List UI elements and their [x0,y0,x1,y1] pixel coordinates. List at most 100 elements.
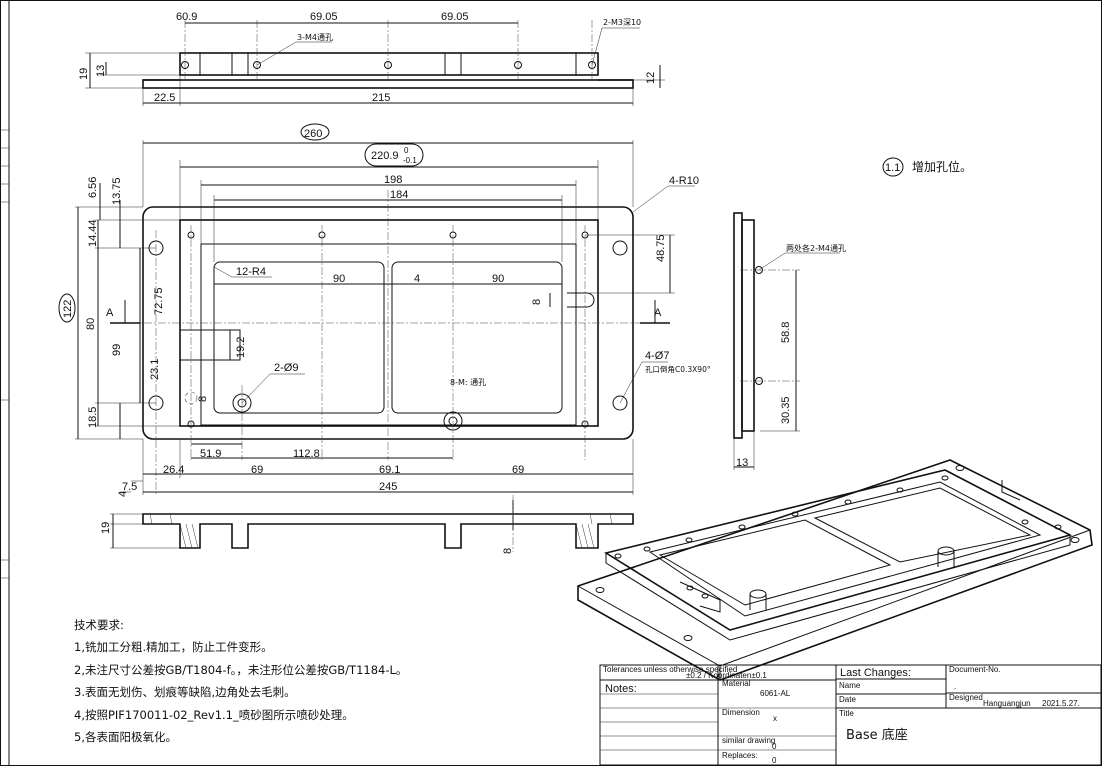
date-label: Date [839,695,856,704]
dim-69-a: 69 [251,464,263,476]
section-dim-19: 19 [100,522,112,534]
callout-8-m: 8-M: 通孔 [450,377,486,387]
dim-48-75: 48.75 [655,234,667,262]
leader-phi7 [619,361,643,404]
dim-122: 122 [62,300,74,318]
dim-245: 245 [379,481,397,493]
dimension-value: x [773,714,777,723]
dim-198: 198 [384,174,402,186]
design-date: 2021.5.27. [1042,699,1080,708]
section-label-a-left: A [106,307,114,319]
callout-12-r4: 12-R4 [236,266,266,278]
dim-51-9: 51.9 [200,448,221,460]
callout-side-m4: 两处各2-M4通孔 [786,243,846,253]
dim-184: 184 [390,189,408,201]
tol-dim-frame [364,143,424,167]
revision-marker-label: 1.1 [885,162,900,174]
side-view [733,212,800,470]
material-value: 6061-AL [760,689,791,698]
top-dim-13: 13 [95,65,107,77]
leader-phi9 [241,373,271,404]
top-dim-215: 215 [372,92,390,104]
dim-90-left: 90 [333,273,345,285]
tolerances-label: Tolerances unless otherwise specified [603,665,737,674]
dim-6-56: 6.56 [87,177,99,198]
tolerances-label-text: Tolerances unless otherwise specified [603,665,737,674]
side-dim-58-8: 58.8 [780,322,792,343]
tech-note-1: 1,铣加工分粗.精加工，防止工件变形。 [74,640,273,655]
revision-note-text: 增加孔位。 [912,159,972,174]
similar-drawing-label: similar drawing [722,736,775,745]
designer-name: Hanguangjun [983,699,1031,708]
document-no-value: . [954,682,956,691]
callout-4-r10: 4-R10 [669,175,699,187]
document-no-label: Document-No. [949,665,1001,674]
revision-marker [882,157,904,177]
leader-r4 [213,266,233,278]
tol-lower: -0.1 [403,156,417,165]
dim-19-2: 19.2 [235,337,247,358]
top-dim-69-05-b: 69.05 [441,11,469,23]
name-label: Name [839,681,861,690]
tolerances-value: ±0.2 / Koordinaten±0.1 [686,671,767,680]
top-dim-69-05-a: 69.05 [310,11,338,23]
top-dim-22-5: 22.5 [154,92,175,104]
side-dim-13: 13 [736,457,748,469]
title-label: Title [839,709,854,718]
tol-upper: 0 [404,146,409,155]
dim-4-lip: 4 [117,491,129,497]
material-label: Material [722,679,751,688]
section-dim-8: 8 [502,548,514,554]
isometric-view [577,459,1093,681]
dim-18-5: 18.5 [87,407,99,428]
tech-note-5: 5,各表面阳极氧化。 [74,730,177,745]
callout-3-m4: 3-M4通孔 [297,32,333,42]
dimension-label: Dimension [722,708,760,717]
ref-dim-frame [300,123,330,141]
dim-112-8: 112.8 [293,448,320,460]
dim-99: 99 [111,344,123,356]
dim-69-b: 69 [512,464,524,476]
dim-220-9: 220.9 [371,150,399,162]
dim-72-75: 72.75 [153,287,165,315]
top-dim-12: 12 [645,72,657,84]
top-dim-60-9: 60.9 [176,11,197,23]
dim-8-slot-left: 8 [197,396,209,402]
tech-note-2: 2,未注尺寸公差按GB/T1804-f。，未注形位公差按GB/T1184-L。 [74,662,408,677]
tech-note-3: 3.表面无划伤、划痕等缺陷,边角处去毛刺。 [74,685,296,700]
left-margin-ticks [0,129,9,579]
technical-requirements: 技术要求: 1,铣加工分粗.精加工，防止工件变形。 2,未注尺寸公差按GB/T1… [74,614,504,748]
dim-23-1: 23.1 [149,359,161,380]
callout-4-phi7: 4-Ø7 [645,350,669,362]
tech-notes-title: 技术要求: [74,618,124,632]
designed-label: Designed [949,693,983,702]
dim-4-gap: 4 [414,273,420,285]
section-view [110,495,634,552]
dim-80: 80 [85,318,97,330]
side-dim-30-35: 30.35 [780,396,792,424]
iso-holes [595,465,1080,641]
title-block [599,664,1102,766]
dim-13-75: 13.75 [111,177,123,205]
dim-69-1: 69.1 [379,464,400,476]
dim-7-5: 7.5 [122,481,137,493]
dim-14-44: 14.44 [87,219,99,247]
callout-2-m3: 2-M3深10 [603,18,641,27]
top-dim-19: 19 [78,68,90,80]
tech-note-4: 4,按照PIF170011-02_Rev1.1_喷砂图所示喷砂处理。 [74,707,354,722]
notes-label: Notes: [605,683,637,695]
drawing-title: Base 底座 [846,727,908,743]
last-changes-label: Last Changes: [840,667,911,679]
section-a-markers [110,300,670,324]
ref-dim-frame-122 [58,293,76,323]
dim-8-slot-right: 8 [531,299,543,305]
dim-260: 260 [304,128,322,140]
replaces-value: 0 [772,756,777,765]
leader-m4 [256,41,297,66]
callout-chamfer: 孔口倒角C0.3X90° [645,364,711,374]
leader-r10 [632,185,669,213]
leader-side-m4 [758,252,786,271]
similar-drawing-value: 0 [772,742,777,751]
